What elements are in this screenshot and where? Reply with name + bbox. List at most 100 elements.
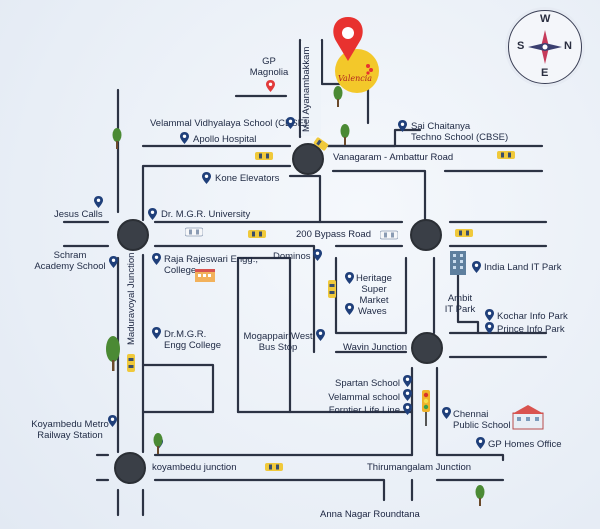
valencia-logo-icon [333, 17, 379, 93]
chennai-public-pin-icon[interactable] [442, 407, 451, 419]
it-park-building-icon [450, 251, 466, 275]
jesus-calls-pin-icon[interactable] [94, 196, 103, 208]
gp-magnolia-line2: Magnolia [249, 67, 289, 78]
heritage-pin-icon[interactable] [345, 272, 354, 284]
place-spartan: Spartan School [335, 378, 400, 389]
car-icon [265, 463, 283, 471]
place-velammal-cbse: Velammal Vidhyalaya School (CBSE) [150, 118, 308, 129]
apollo-pin-icon[interactable] [180, 132, 189, 144]
chennai-public-line2: Public School [453, 420, 511, 431]
compass-n-label: N [564, 40, 572, 52]
car-icon [497, 151, 515, 159]
chennai-public-line1: Chennai [453, 409, 489, 420]
mgr-engg-line2: Engg College [164, 340, 222, 351]
car-icon [127, 354, 135, 372]
gp-magnolia-pin-icon[interactable] [266, 80, 275, 92]
spartan-pin-icon[interactable] [403, 375, 412, 387]
compass: W S N E [508, 10, 582, 84]
place-gp-magnolia: GP Magnolia [247, 56, 291, 78]
tree-icon [333, 86, 343, 107]
heritage-line3: Market [359, 295, 389, 306]
car-icon [328, 280, 336, 298]
car-icon [248, 230, 266, 238]
road-label-maduravoyal: Maduravoyal Junction [126, 252, 137, 345]
road-label-koyambedu: koyambedu junction [152, 462, 237, 473]
mogappair-line2: Bus Stop [258, 342, 298, 353]
place-mogappair: Mogappair West Bus Stop [240, 331, 316, 353]
velammal-cbse-pin-icon[interactable] [286, 117, 295, 129]
koyambedu-metro-pin-icon[interactable] [108, 415, 117, 427]
bypass-junction-roundabout [410, 219, 442, 251]
kochar-pin-icon[interactable] [485, 309, 494, 321]
place-waves: Waves [358, 306, 387, 317]
valencia-brand-text: Valencia [338, 74, 373, 83]
prince-pin-icon[interactable] [485, 322, 494, 334]
traffic-light-icon [422, 390, 430, 426]
school-building-icon [512, 405, 544, 430]
road-label-vanagaram: Vanagaram - Ambattur Road [333, 152, 454, 163]
gp-homes-pin-icon[interactable] [476, 437, 485, 449]
place-jesus-calls: Jesus Calls [54, 209, 103, 220]
road-label-anna-nagar: Anna Nagar Roundtana [320, 509, 420, 520]
koyambedu-junction-roundabout [114, 452, 146, 484]
ambit-line2: IT Park [444, 304, 476, 315]
tree-icon [153, 433, 163, 454]
mgr-engg-pin-icon[interactable] [152, 327, 161, 339]
compass-s-label: S [517, 40, 525, 52]
place-chennai-public: Chennai Public School [453, 409, 511, 431]
place-prince: Prince Info Park [497, 324, 565, 335]
wavin-junction-roundabout [411, 332, 443, 364]
valencia-location-marker[interactable]: Valencia [326, 11, 380, 115]
tree-icon [340, 124, 350, 145]
car-icon [185, 227, 203, 237]
koyambedu-metro-line2: Railway Station [37, 430, 103, 441]
india-land-pin-icon[interactable] [472, 261, 481, 273]
tree-icon [112, 128, 122, 149]
kone-pin-icon[interactable] [202, 172, 211, 184]
place-fortier: Forntier Life Line [328, 405, 400, 416]
dominos-pin-icon[interactable] [313, 249, 322, 261]
car-icon [313, 137, 329, 151]
place-gp-homes: GP Homes Office [488, 439, 562, 450]
vanagaram-junction-roundabout [292, 143, 324, 175]
raja-pin-icon[interactable] [152, 253, 161, 265]
compass-rose-icon [528, 30, 562, 64]
college-building-icon [195, 269, 215, 282]
fortier-pin-icon[interactable] [403, 403, 412, 415]
sai-chaitanya-line2: Techno School (CBSE) [411, 132, 509, 143]
velammal-school-pin-icon[interactable] [403, 389, 412, 401]
place-apollo: Apollo Hospital [193, 134, 257, 145]
schram-line1: Schram [53, 250, 87, 261]
koyambedu-metro-line1: Koyambedu Metro [31, 419, 109, 430]
schram-pin-icon[interactable] [109, 256, 118, 268]
place-velammal-school: Velammal school [328, 392, 400, 403]
sai-chaitanya-pin-icon[interactable] [398, 120, 407, 132]
gp-magnolia-line1: GP [262, 56, 276, 67]
place-sai-chaitanya: Sai Chaitanya Techno School (CBSE) [411, 121, 508, 143]
mogappair-pin-icon[interactable] [316, 329, 325, 341]
place-india-land: India Land IT Park [484, 262, 562, 273]
road-label-thirumangalam: Thirumangalam Junction [367, 462, 472, 473]
compass-w-label: W [540, 13, 551, 25]
road-label-wavin-junction: Wavin Junction [343, 342, 408, 353]
place-koyambedu-metro: Koyambedu Metro Railway Station [22, 419, 118, 441]
tree-icon [106, 336, 120, 371]
car-icon [255, 152, 273, 160]
waves-pin-icon[interactable] [345, 303, 354, 315]
place-dominos: Dominos [273, 251, 311, 262]
place-ambit-it-park: Ambit IT Park [440, 293, 480, 315]
place-mgr-university: Dr. M.G.R. University [161, 209, 251, 220]
place-heritage-super-market: Heritage Super Market [352, 273, 396, 306]
place-mgr-engg: Dr.M.G.R. Engg College [164, 329, 221, 351]
compass-e-label: E [541, 67, 549, 79]
ambit-line1: Ambit [447, 293, 473, 304]
mgr-univ-pin-icon[interactable] [148, 208, 157, 220]
tree-icon [475, 485, 485, 506]
place-schram: Schram Academy School [34, 250, 106, 272]
place-raja-rajeswari: Raja Rajeswari Engg., College [164, 254, 258, 276]
mgr-engg-line1: Dr.M.G.R. [164, 329, 207, 340]
sai-chaitanya-line1: Sai Chaitanya [411, 121, 471, 132]
heritage-line2: Super [361, 284, 387, 295]
